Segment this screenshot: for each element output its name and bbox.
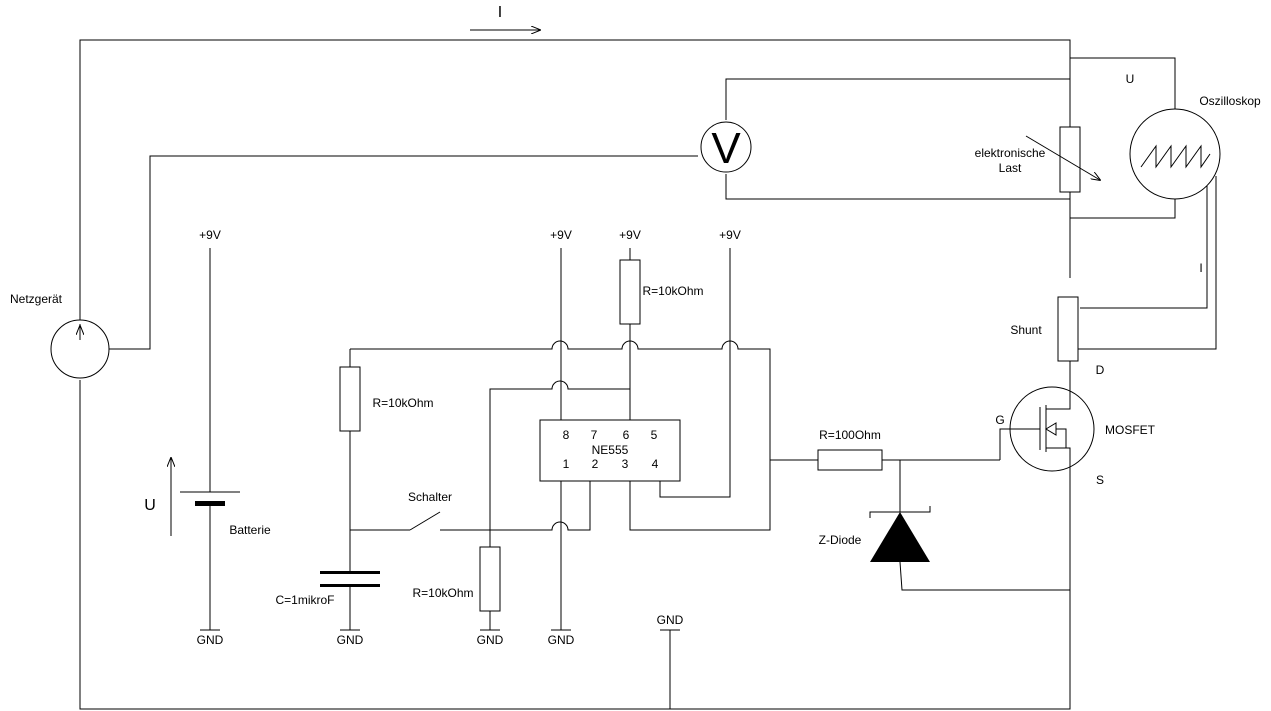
resistor-top-supply-label: +9V xyxy=(619,228,641,242)
ic-name: NE555 xyxy=(592,443,629,457)
switch-label: Schalter xyxy=(408,490,452,504)
source-label: S xyxy=(1096,473,1104,487)
ne555-chip: NE555 8 7 6 5 1 2 3 4 xyxy=(539,419,681,482)
main-loop-wire xyxy=(79,39,1071,710)
vcc-pin8: +9V GND xyxy=(548,228,575,647)
battery-voltage-label: U xyxy=(144,497,156,514)
capacitor-gnd-label: GND xyxy=(337,633,364,647)
trigger-wire xyxy=(440,481,591,531)
gate-label: G xyxy=(995,413,1004,427)
battery-plus-label: +9V xyxy=(199,228,221,242)
pin-3-label: 3 xyxy=(622,457,629,471)
shunt: Shunt xyxy=(1010,296,1079,385)
mosfet: G D S MOSFET xyxy=(995,363,1156,590)
pin4-supply-label: +9V xyxy=(719,228,741,242)
pin-1-label: 1 xyxy=(563,457,570,471)
shunt-label: Shunt xyxy=(1010,323,1042,337)
pin-2-label: 2 xyxy=(592,457,599,471)
resistor-bottom-gnd-label: GND xyxy=(477,633,504,647)
gate-resistor: R=100Ohm xyxy=(770,428,1000,471)
battery-label: Batterie xyxy=(229,523,271,537)
pin-4-label: 4 xyxy=(652,457,659,471)
electronic-load: elektronische Last xyxy=(975,58,1100,218)
capacitor-label: C=1mikroF xyxy=(275,593,334,607)
z-diode-label: Z-Diode xyxy=(819,533,862,547)
oscilloscope-u-label: U xyxy=(1126,72,1135,86)
drain-label: D xyxy=(1096,363,1105,377)
oscilloscope-wiring xyxy=(1070,57,1217,350)
voltmeter-wiring xyxy=(109,78,1070,350)
pin-6-label: 6 xyxy=(623,428,630,442)
pin-8-label: 8 xyxy=(563,428,570,442)
battery-gnd-label: GND xyxy=(197,633,224,647)
load-label-line1: elektronische xyxy=(975,146,1046,160)
vcc-pin4: +9V xyxy=(659,228,741,498)
oscilloscope: Oszilloskop U I xyxy=(1126,72,1261,275)
resistor-top-label: R=10kOhm xyxy=(642,284,703,298)
main-gnd-label: GND xyxy=(657,613,684,627)
pin1-gnd-label: GND xyxy=(548,633,575,647)
main-gnd: GND xyxy=(657,613,684,631)
battery: +9V GND Batterie U xyxy=(144,228,271,647)
power-supply-label: Netzgerät xyxy=(10,292,63,306)
pin8-supply-label: +9V xyxy=(550,228,572,242)
current-label: I xyxy=(498,4,502,21)
gate-resistor-label: R=100Ohm xyxy=(819,428,881,442)
resistor-bottom: R=10kOhm GND xyxy=(412,546,504,647)
power-supply: Netzgerät xyxy=(10,292,110,379)
z-diode: Z-Diode xyxy=(819,460,1070,591)
pin-7-label: 7 xyxy=(591,428,598,442)
oscilloscope-i-label: I xyxy=(1199,261,1202,275)
top-bus-wire xyxy=(350,340,771,531)
mosfet-label: MOSFET xyxy=(1105,423,1156,437)
resistor-top: +9V R=10kOhm xyxy=(619,228,704,420)
resistor-left-label: R=10kOhm xyxy=(372,396,433,410)
load-label-line2: Last xyxy=(999,161,1022,175)
current-arrow: I xyxy=(470,4,540,30)
oscilloscope-label: Oszilloskop xyxy=(1199,94,1261,108)
voltmeter-symbol: V xyxy=(711,124,741,173)
timing-network: R=10kOhm Schalter C=1mikroF GND xyxy=(275,349,452,647)
voltmeter: V xyxy=(700,121,752,173)
pin-5-label: 5 xyxy=(651,428,658,442)
discharge-wire xyxy=(489,380,630,547)
resistor-bottom-label: R=10kOhm xyxy=(412,586,473,600)
